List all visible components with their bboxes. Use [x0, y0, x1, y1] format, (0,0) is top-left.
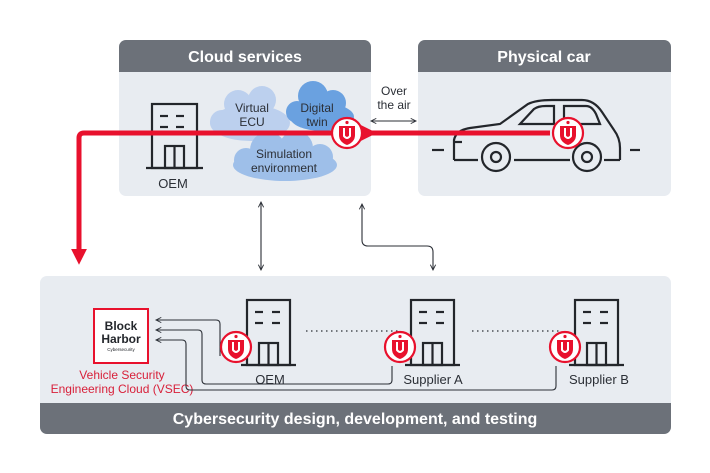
digital-twin-line1: Digital [300, 101, 333, 115]
block-harbor-logo: Block Harbor Cybersecurity [93, 308, 149, 364]
cloud-oem-label: OEM [158, 176, 188, 191]
ota-label-line2: the air [377, 98, 410, 112]
car-icon [432, 98, 640, 173]
bottom-oem-label: OEM [255, 372, 285, 387]
vsec-label-line2: Engineering Cloud (VSEC) [51, 382, 194, 396]
logo-line2: Harbor [101, 332, 141, 346]
supplier-b-label: Supplier B [569, 372, 629, 387]
supplier-a-label: Supplier A [403, 372, 463, 387]
virtual-ecu-line1: Virtual [235, 101, 269, 115]
car-shield-icon [551, 116, 585, 150]
vsec-oem-connector [156, 320, 221, 356]
red-flow [70, 130, 550, 265]
bottom-title: Cybersecurity design, development, and t… [173, 411, 538, 428]
red-flow-main-arrow [70, 130, 550, 265]
physical-car-title: Physical car [497, 49, 590, 66]
simulation-line1: Simulation [256, 147, 312, 161]
logo-line3: Cybersecurity [107, 347, 135, 352]
simulation-line2: environment [251, 161, 318, 175]
supplier-b-building-icon [569, 298, 624, 367]
oem-building-icon [146, 102, 203, 170]
ota-label-line1: Over [381, 84, 407, 98]
bottom-panel: Cybersecurity design, development, and t… [40, 276, 671, 434]
supplier-a-shield-icon [383, 330, 417, 364]
logo-line1: Block [105, 319, 138, 333]
physical-car-panel: Physical car [418, 40, 671, 196]
car-bottom-arrow [362, 204, 433, 270]
cloud-shield-icon [330, 116, 364, 150]
digital-twin-line2: twin [306, 115, 327, 129]
supplier-a-building-icon [405, 298, 460, 367]
bottom-oem-building-icon [241, 298, 296, 367]
vsec-supplier-b-connector [156, 340, 557, 391]
cloud-services-panel: Cloud services OEM [119, 40, 371, 196]
supplier-b-shield-icon [548, 330, 582, 364]
cloud-icon [210, 81, 354, 181]
virtual-ecu-line2: ECU [239, 115, 264, 129]
vsec-supplier-a-connector [156, 330, 393, 385]
cloud-services-title: Cloud services [188, 49, 302, 66]
vsec-label-line1: Vehicle Security [79, 368, 164, 382]
oem-shield-icon [219, 330, 253, 364]
